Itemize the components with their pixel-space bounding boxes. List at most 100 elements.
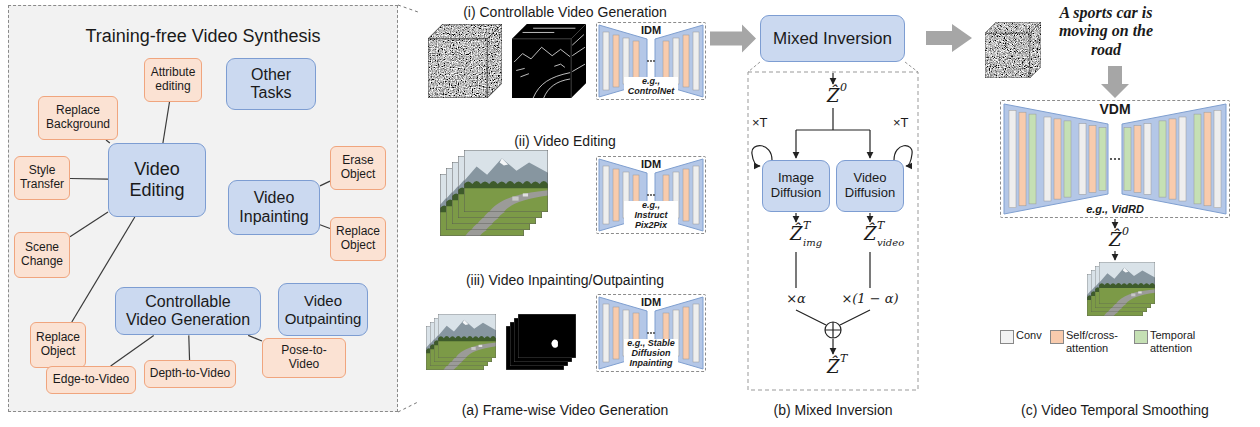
prompt-text: A sports car is moving on the road (1054, 4, 1158, 59)
math-symbol: Ẑ (790, 224, 803, 244)
unet-symbol (599, 25, 703, 369)
subscript: video (877, 237, 904, 248)
sub-caption: (a) Frame-wise Video Generation (462, 402, 669, 418)
task-example-box: Replace Background (38, 96, 118, 140)
connector (710, 25, 756, 53)
math-symbol: Ẑ (827, 86, 840, 106)
node-label: Other Tasks (231, 66, 311, 103)
node-label: VDM (1097, 102, 1132, 117)
task-example-box: Replace Object (30, 322, 86, 368)
legend-text: Temporal attention (1150, 329, 1206, 354)
legend-text: Self/cross- attention (1066, 329, 1128, 354)
task-example-box: Depth-to-Video (144, 360, 236, 388)
unet-symbol (1004, 104, 1226, 214)
node-label: Attribute editing (149, 66, 197, 94)
node-label: Style Transfer (19, 164, 65, 192)
detail-panel (748, 72, 918, 390)
zoom-line (398, 5, 418, 412)
connector (188, 335, 190, 360)
model-box: VDM e.g., VidRD (1000, 100, 1230, 218)
sub-caption: (c) Video Temporal Smoothing (1021, 402, 1209, 418)
model-box: IDM e.g., Instruct Pix2Pix (596, 156, 706, 234)
task-category-box: Video Outpainting (278, 283, 368, 336)
task-example-box: Pose-to-Video (262, 338, 346, 378)
task-example-box: Attribute editing (144, 58, 202, 102)
task-category-box: Controllable Video Generation (115, 287, 261, 336)
process-box: Mixed Inversion (760, 15, 905, 62)
output-frames (1087, 262, 1155, 316)
noise-cube (428, 24, 502, 98)
node-label: Training-free Video Synthesis (9, 26, 397, 47)
node-label: IDM (639, 24, 663, 36)
superscript: T (877, 220, 884, 232)
node-note: e.g., Stable Diffusion Inpainting (624, 339, 678, 369)
node-label: Controllable Video Generation (125, 293, 251, 330)
node-label: IDM (639, 296, 663, 308)
legend-text: Conv (1016, 329, 1048, 342)
flow-arrow (1101, 66, 1129, 98)
task-example-box: Edge-to-Video (46, 366, 136, 394)
weight-factor: ×(1 − α) (841, 292, 898, 306)
node-label: IDM (639, 158, 663, 170)
flow-arrow (926, 24, 972, 52)
node-label: Video Outpainting (283, 292, 363, 327)
connector (248, 335, 262, 341)
node-label: Video Inpainting (233, 189, 315, 226)
task-example-box: Replace Object (330, 217, 386, 261)
task-category-box: Video Inpainting (228, 180, 320, 235)
node-note: e.g., ControlNet (624, 77, 678, 97)
connector (106, 140, 110, 143)
math-symbol: Ẑ (864, 224, 877, 244)
node-label: Video Diffusion (841, 171, 899, 201)
superscript: 0 (840, 82, 847, 94)
legend-swatch (1050, 330, 1064, 344)
node-label: Depth-to-Video (149, 367, 231, 381)
task-example-box: Style Transfer (14, 156, 70, 200)
node-note: e.g., VidRD (1084, 203, 1146, 215)
node-label: Edge-to-Video (51, 373, 131, 387)
node-label: Mixed Inversion (765, 29, 900, 49)
node-label: Pose-to-Video (267, 344, 341, 372)
connector (70, 212, 108, 237)
node-label: Replace Object (335, 225, 381, 253)
mask-frames (506, 314, 576, 370)
inversion-flow (752, 73, 912, 354)
node-label: Replace Object (35, 331, 81, 359)
connector (70, 178, 108, 180)
sub-caption: (b) Mixed Inversion (773, 402, 892, 418)
task-example-box: Erase Object (330, 146, 386, 190)
group-panel: Training-free Video SynthesisAttribute e… (8, 5, 398, 412)
process-box: Video Diffusion (836, 160, 904, 212)
math-symbol: Ẑ (1109, 230, 1122, 250)
superscript: T (803, 220, 810, 232)
weight-factor: ×α (786, 292, 806, 306)
row-label: (iii) Video Inpainting/Outpainting (466, 272, 664, 288)
row-label: (i) Controllable Video Generation (463, 4, 667, 20)
node-note: e.g., Instruct Pix2Pix (624, 201, 678, 231)
repeat-count: ×T (893, 116, 909, 131)
task-category-box: Video Editing (108, 143, 206, 217)
math-symbol: Ẑ (827, 357, 840, 377)
legend-swatch (1134, 330, 1148, 344)
superscript: 0 (1122, 226, 1129, 238)
model-box: IDM e.g., ControlNet (596, 22, 706, 100)
node-label: Scene Change (19, 241, 65, 269)
superscript: T (840, 353, 847, 365)
model-box: IDM e.g., Stable Diffusion Inpainting (596, 294, 706, 372)
subscript: img (803, 237, 822, 248)
process-box: Image Diffusion (762, 160, 830, 212)
task-category-box: Other Tasks (226, 58, 316, 110)
node-label: Erase Object (335, 154, 381, 182)
connector (320, 225, 330, 229)
panel-ground (8, 5, 398, 412)
edge-map-cube (512, 24, 586, 98)
connector (320, 181, 330, 186)
task-example-box: Scene Change (14, 232, 70, 278)
noise-cube (985, 22, 1041, 78)
node-label: Video Editing (113, 159, 201, 200)
zoom-line (748, 62, 918, 72)
repeat-count: ×T (752, 116, 768, 131)
legend-swatch (1000, 330, 1014, 344)
node-label: Replace Background (43, 104, 113, 132)
row-label: (ii) Video Editing (514, 133, 616, 149)
